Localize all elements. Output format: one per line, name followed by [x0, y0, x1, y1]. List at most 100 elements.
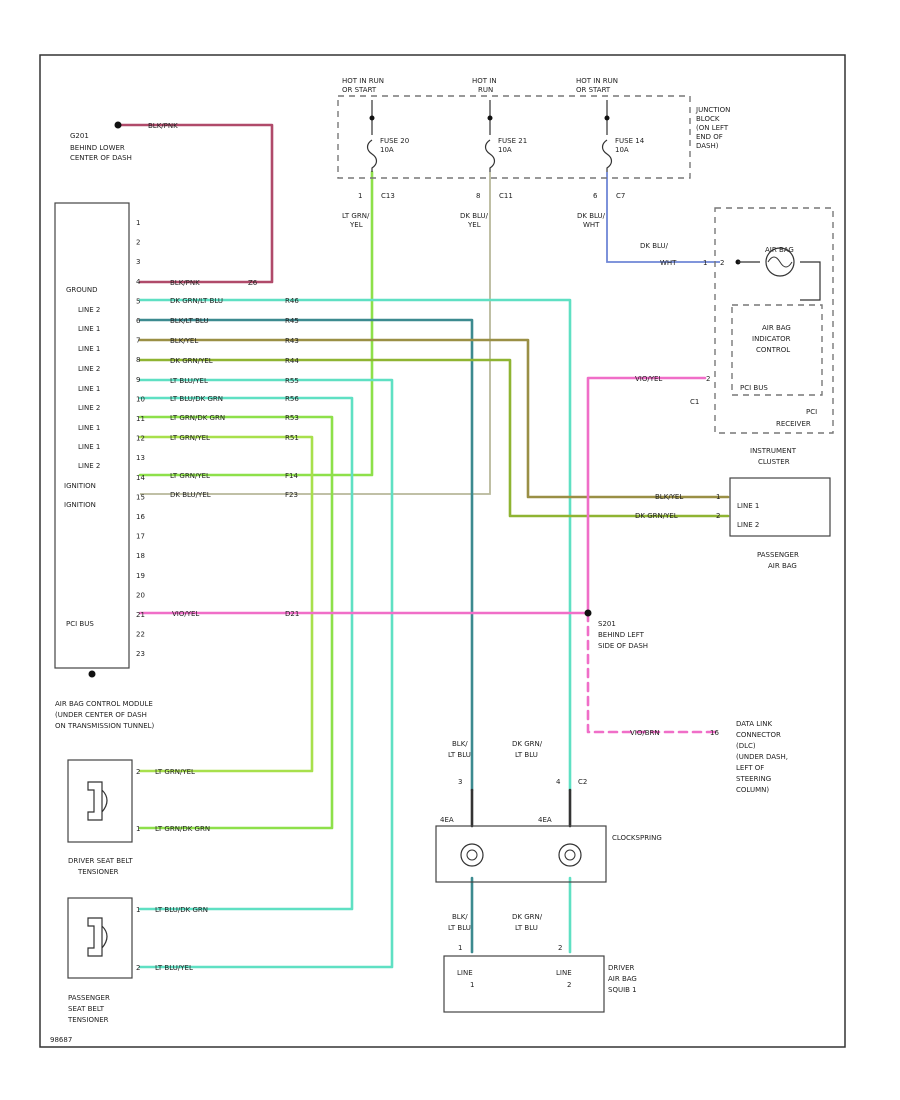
wire-fuse14-cluster [606, 172, 720, 263]
module-pin-13: 13 [136, 454, 145, 462]
module-wire-color-7: BLK/YEL [170, 337, 198, 345]
cluster-conn: C1 [690, 398, 699, 406]
pab-pin-1: 1 [716, 493, 720, 501]
driver-tensioner-wire-1: LT GRN/YEL [155, 768, 195, 776]
diagram-frame [39, 54, 846, 1048]
fuse-14-symbol [601, 100, 613, 172]
dlc-desc-2: CONNECTOR [736, 731, 781, 739]
module-label-pin11: LINE 1 [78, 424, 100, 432]
wire-dlc [586, 611, 722, 734]
driver-tensioner-wire-2: LT GRN/DK GRN [155, 825, 210, 833]
module-wire-circuit-4: Z6 [248, 279, 258, 287]
cluster-wire-2: WHT [660, 259, 677, 267]
pab-name-2: AIR BAG [768, 562, 797, 570]
fuse-14-wire-1: DK BLU/ [577, 212, 606, 220]
passenger-tensioner-pin-2: 2 [136, 964, 140, 972]
dlc-desc-6: STEERING [736, 775, 771, 783]
module-wire-color-4: BLK/PNK [170, 279, 200, 287]
squib-label-2a: LINE [556, 969, 572, 977]
pab-wire-2: DK GRN/YEL [635, 512, 678, 520]
wire-fuse21-ignition [140, 172, 491, 495]
module-pin-5: 5 [136, 297, 140, 305]
fuse-20-wire-2: YEL [349, 221, 363, 229]
wire-r56 [138, 396, 354, 911]
dlc-desc-5: LEFT OF [736, 764, 764, 772]
module-wire-circuit-9: R55 [285, 377, 299, 385]
module-name-2: (UNDER CENTER OF DASH [55, 711, 147, 719]
pci-wire-label: VIO/YEL [172, 610, 199, 618]
clockspring-coil-2-inner [564, 849, 576, 861]
clockspring-coil-1-inner [466, 849, 478, 861]
module-wire-circuit-12: R51 [285, 434, 299, 442]
fuse-14-pin: 6 [593, 192, 598, 200]
module-wire-circuit-14: F14 [285, 472, 298, 480]
clockspring-coil-1-icon [460, 843, 484, 867]
module-label-pin12: LINE 1 [78, 443, 100, 451]
clock-term-2: 4EA [538, 816, 552, 824]
module-pin-11: 11 [136, 415, 145, 423]
cluster-name-1: INSTRUMENT [750, 447, 797, 455]
cluster-wire-1: DK BLU/ [640, 242, 669, 250]
cluster-pin-2: 2 [720, 259, 724, 267]
clock-term-1: 4EA [440, 816, 454, 824]
module-pin-7: 7 [136, 337, 140, 345]
fuse-21-symbol [484, 100, 496, 172]
passenger-tensioner-name-2: SEAT BELT [68, 1005, 105, 1013]
g201-id: G201 [70, 132, 89, 140]
indicator-control-2: INDICATOR [752, 335, 791, 343]
module-pin-20: 20 [136, 591, 145, 599]
module-pin-17: 17 [136, 533, 145, 541]
ground-g201-node [114, 121, 122, 129]
wire-vio-cluster [586, 376, 707, 615]
cluster-vio-wire: VIO/YEL [635, 375, 662, 383]
fuse-feed-2-title-1: HOT IN [472, 77, 497, 85]
fuse-feed-3-title-1: HOT IN RUN [576, 77, 618, 85]
wire-r43 [138, 338, 730, 499]
clockspring-box [435, 825, 607, 883]
fuse-20-rating: 10A [380, 146, 394, 154]
module-wire-color-5: DK GRN/LT BLU [170, 297, 223, 305]
clock-upper-pin-3: 3 [458, 778, 462, 786]
module-pin-21: 21 [136, 611, 145, 619]
module-pin-12: 12 [136, 435, 145, 443]
driver-tensioner-name-1: DRIVER SEAT BELT [68, 857, 133, 865]
junction-block-label-2: BLOCK [696, 115, 720, 123]
module-label-pci: PCI BUS [66, 620, 94, 628]
driver-tensioner-name-2: TENSIONER [77, 868, 119, 876]
dlc-desc-7: COLUMN) [736, 786, 769, 794]
clock-upper-wire-1b: LT BLU [448, 751, 471, 759]
wire-r55 [138, 378, 394, 969]
dlc-pin: 16 [710, 729, 719, 737]
airbag-lamp-filament [767, 256, 793, 268]
passenger-tensioner-name-3: TENSIONER [67, 1016, 109, 1024]
module-label-pin8: LINE 2 [78, 365, 100, 373]
cluster-pin-1: 1 [703, 259, 707, 267]
cluster-name-2: CLUSTER [758, 458, 790, 466]
clockspring-coil-2-icon [558, 843, 582, 867]
module-wire-circuit-7: R43 [285, 337, 299, 345]
module-label-ign2: IGNITION [64, 501, 96, 509]
fuse-14-node [604, 115, 610, 121]
g201-desc-1: BEHIND LOWER [70, 144, 125, 152]
pci-circuit-label: D21 [285, 610, 299, 618]
pab-wire-1: BLK/YEL [655, 493, 683, 501]
passenger-tensioner-icon [87, 917, 108, 957]
clock-upper-pin-4: 4 [556, 778, 561, 786]
module-box [54, 202, 130, 669]
pab-pin-2: 2 [716, 512, 720, 520]
dlc-wire: VIO/BRN [630, 729, 660, 737]
squib-pin-1: 1 [458, 944, 462, 952]
driver-tensioner-box [67, 759, 133, 843]
module-wire-circuit-8: R44 [285, 357, 299, 365]
g201-desc-2: CENTER OF DASH [70, 154, 132, 162]
cluster-lamp-lead [738, 261, 821, 301]
squib-name-1: DRIVER [608, 964, 635, 972]
fuse-21-rating: 10A [498, 146, 512, 154]
driver-air-bag-squib: 1 2 LINE 1 LINE 2 DRIVER AIR BAG SQUIB 1 [443, 944, 637, 1013]
cluster-receiver-1: PCI [806, 408, 817, 416]
splice-s201: VIO/YEL D21 S201 BEHIND LEFT SIDE OF DAS… [172, 609, 648, 650]
junction-block-outline [337, 95, 691, 179]
junction-block: HOT IN RUN OR START HOT IN RUN HOT IN RU… [337, 77, 730, 229]
